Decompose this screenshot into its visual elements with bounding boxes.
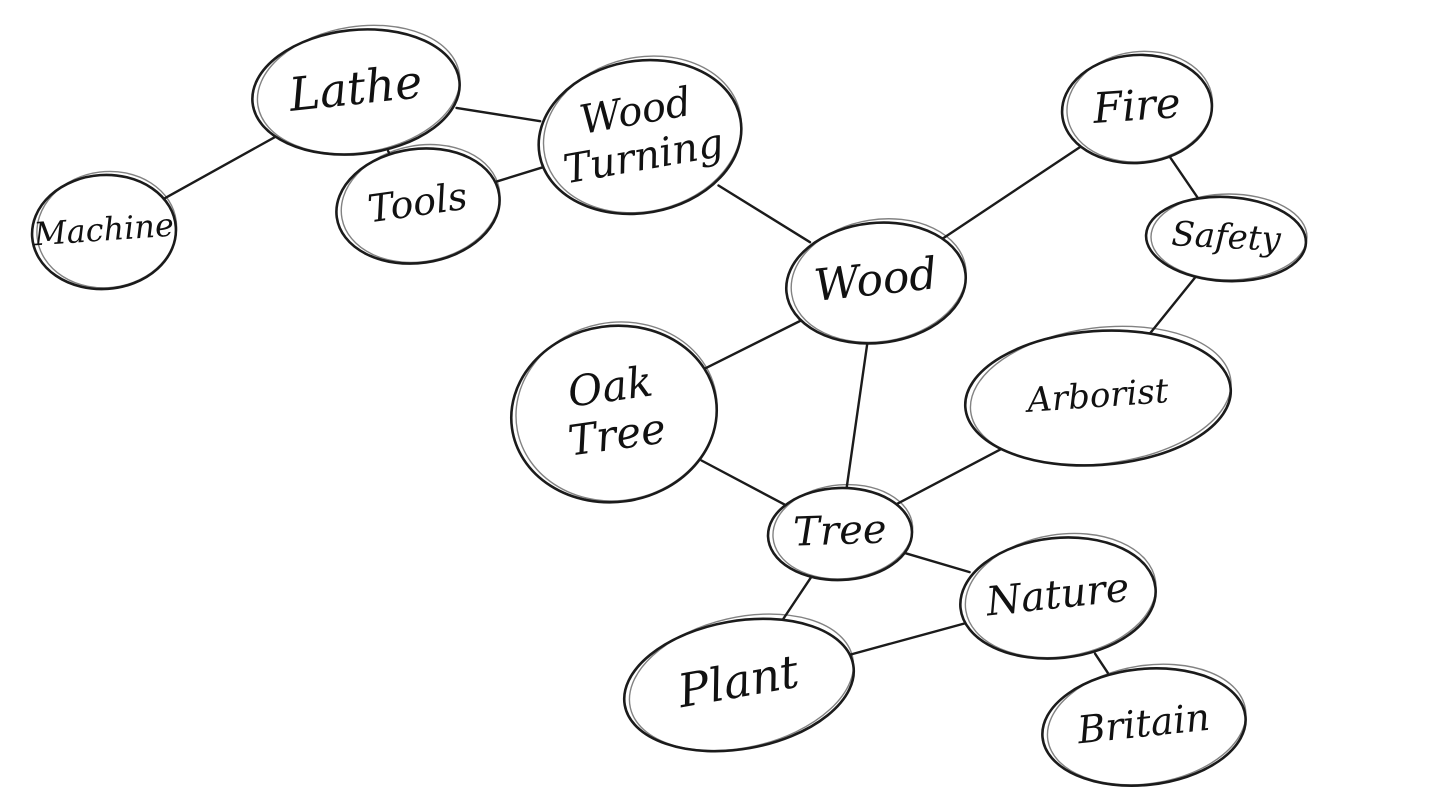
edge-wood-turning-wood xyxy=(717,184,812,244)
node-label: Tree xyxy=(793,506,888,555)
node-wood: Wood xyxy=(784,218,968,345)
node-nature: Nature xyxy=(959,532,1157,660)
node-machine: Machine xyxy=(30,170,178,291)
edge-tree-nature xyxy=(904,552,971,574)
node-ellipse-sketch xyxy=(1150,193,1308,281)
node-ellipse xyxy=(30,173,178,291)
edge-lathe-wood-turning xyxy=(455,106,542,123)
node-ellipse-sketch xyxy=(340,143,501,264)
node-fire: Fire xyxy=(1060,50,1214,165)
edge-fire-safety xyxy=(1168,156,1201,201)
node-ellipse xyxy=(509,324,719,504)
edge-wood-fire xyxy=(938,144,1084,242)
node-ellipse-sketch xyxy=(628,613,855,752)
node-tree: Tree xyxy=(766,483,914,582)
node-ellipse-sketch xyxy=(772,483,914,580)
node-safety: Safety xyxy=(1144,193,1308,283)
node-ellipse-sketch xyxy=(1046,663,1247,786)
node-label: Fire xyxy=(1090,78,1182,133)
node-ellipse-sketch xyxy=(969,325,1232,466)
edge-nature-britain xyxy=(1093,652,1110,674)
node-ellipse-sketch xyxy=(790,218,967,344)
edge-lathe-machine xyxy=(161,133,282,201)
edge-oak-tree-tree xyxy=(700,459,786,506)
node-label: Safety xyxy=(1171,214,1283,260)
node-britain: Britain xyxy=(1041,663,1247,787)
edge-safety-arborist xyxy=(1146,276,1197,338)
node-ellipse-sketch xyxy=(542,55,743,214)
node-lathe: Lathe xyxy=(251,24,461,156)
edge-arborist-tree xyxy=(894,445,1008,506)
node-arborist: Arborist xyxy=(963,325,1233,467)
edge-tools-wood-turning xyxy=(491,165,548,184)
edge-plant-nature xyxy=(841,621,970,658)
edge-tree-plant xyxy=(778,575,813,627)
node-ellipse-sketch xyxy=(1066,50,1214,163)
edge-wood-tree xyxy=(845,341,869,490)
node-plant: Plant xyxy=(622,613,856,753)
node-ellipse xyxy=(1060,53,1214,165)
node-ellipse-sketch xyxy=(964,532,1157,659)
node-tools: Tools xyxy=(335,143,501,265)
edge-wood-oak-tree xyxy=(701,317,806,371)
node-ellipse-sketch xyxy=(515,321,718,502)
edges-layer xyxy=(161,106,1201,674)
node-ellipse-sketch xyxy=(36,170,178,289)
node-label: Oak xyxy=(565,356,656,416)
node-ellipse-sketch xyxy=(256,24,461,155)
